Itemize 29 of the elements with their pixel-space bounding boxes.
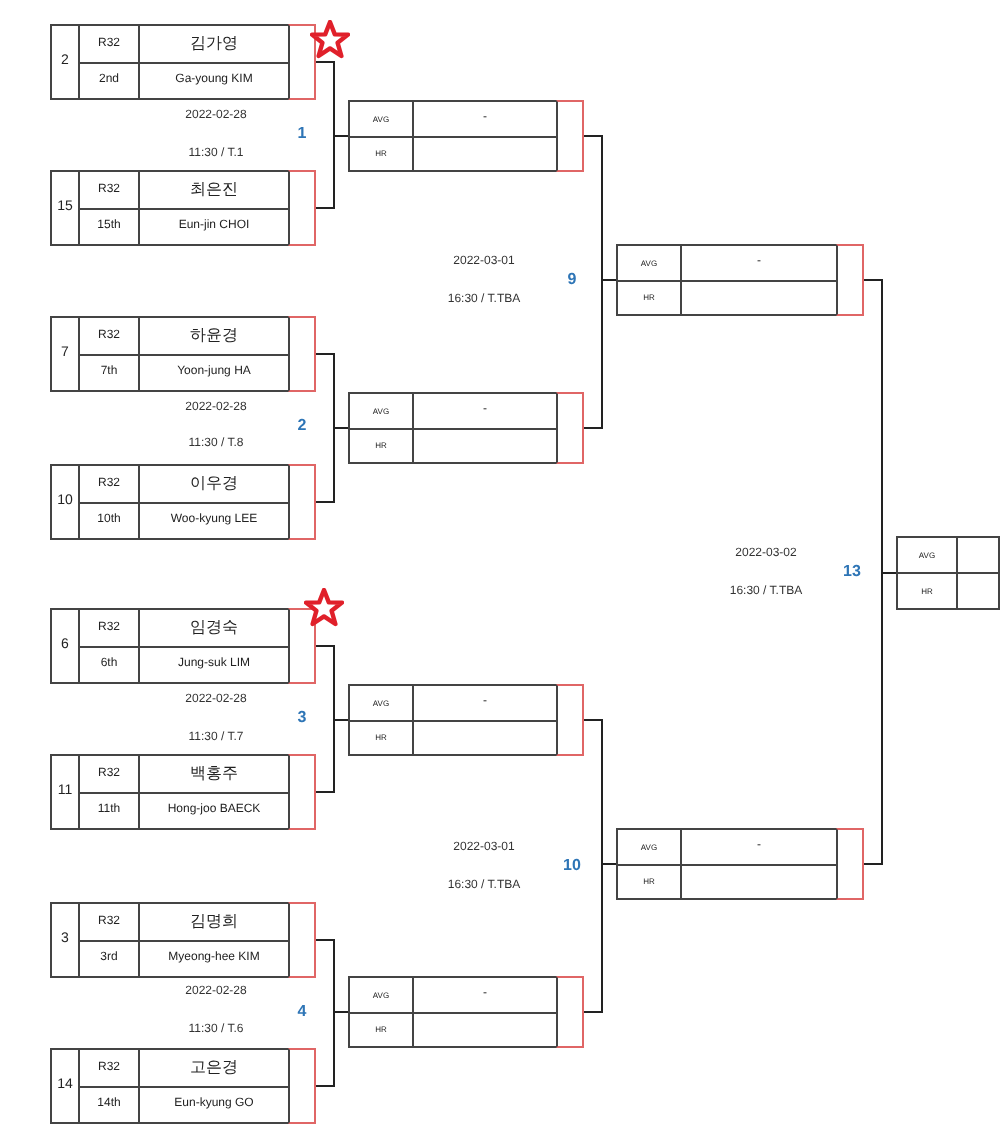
- match-box: [348, 100, 584, 172]
- player-card: [50, 754, 316, 830]
- bracket-line: [583, 863, 617, 1013]
- match-box: [616, 828, 864, 900]
- match-number: 2: [297, 418, 307, 434]
- match-box: [348, 684, 584, 756]
- match-number: 10: [563, 858, 581, 874]
- match-number: 13: [843, 564, 861, 580]
- bracket-line: [583, 279, 617, 429]
- bracket-line: [315, 427, 349, 503]
- match-number: 1: [297, 126, 307, 142]
- match-box: [896, 536, 1000, 610]
- player-card: [50, 902, 316, 978]
- match-box: [616, 244, 864, 316]
- match-number: 3: [297, 710, 307, 726]
- player-card: [50, 464, 316, 540]
- bracket-line: [315, 135, 349, 209]
- match-number: 9: [567, 272, 577, 288]
- player-card: [50, 608, 316, 684]
- match-box: [348, 392, 584, 464]
- player-card: [50, 24, 316, 100]
- player-card: [50, 170, 316, 246]
- bracket-line: [315, 1011, 349, 1087]
- match-box: [348, 976, 584, 1048]
- player-card: [50, 316, 316, 392]
- match-number: 4: [297, 1004, 307, 1020]
- player-card: [50, 1048, 316, 1124]
- bracket-line: [863, 572, 897, 865]
- bracket-line: [315, 719, 349, 793]
